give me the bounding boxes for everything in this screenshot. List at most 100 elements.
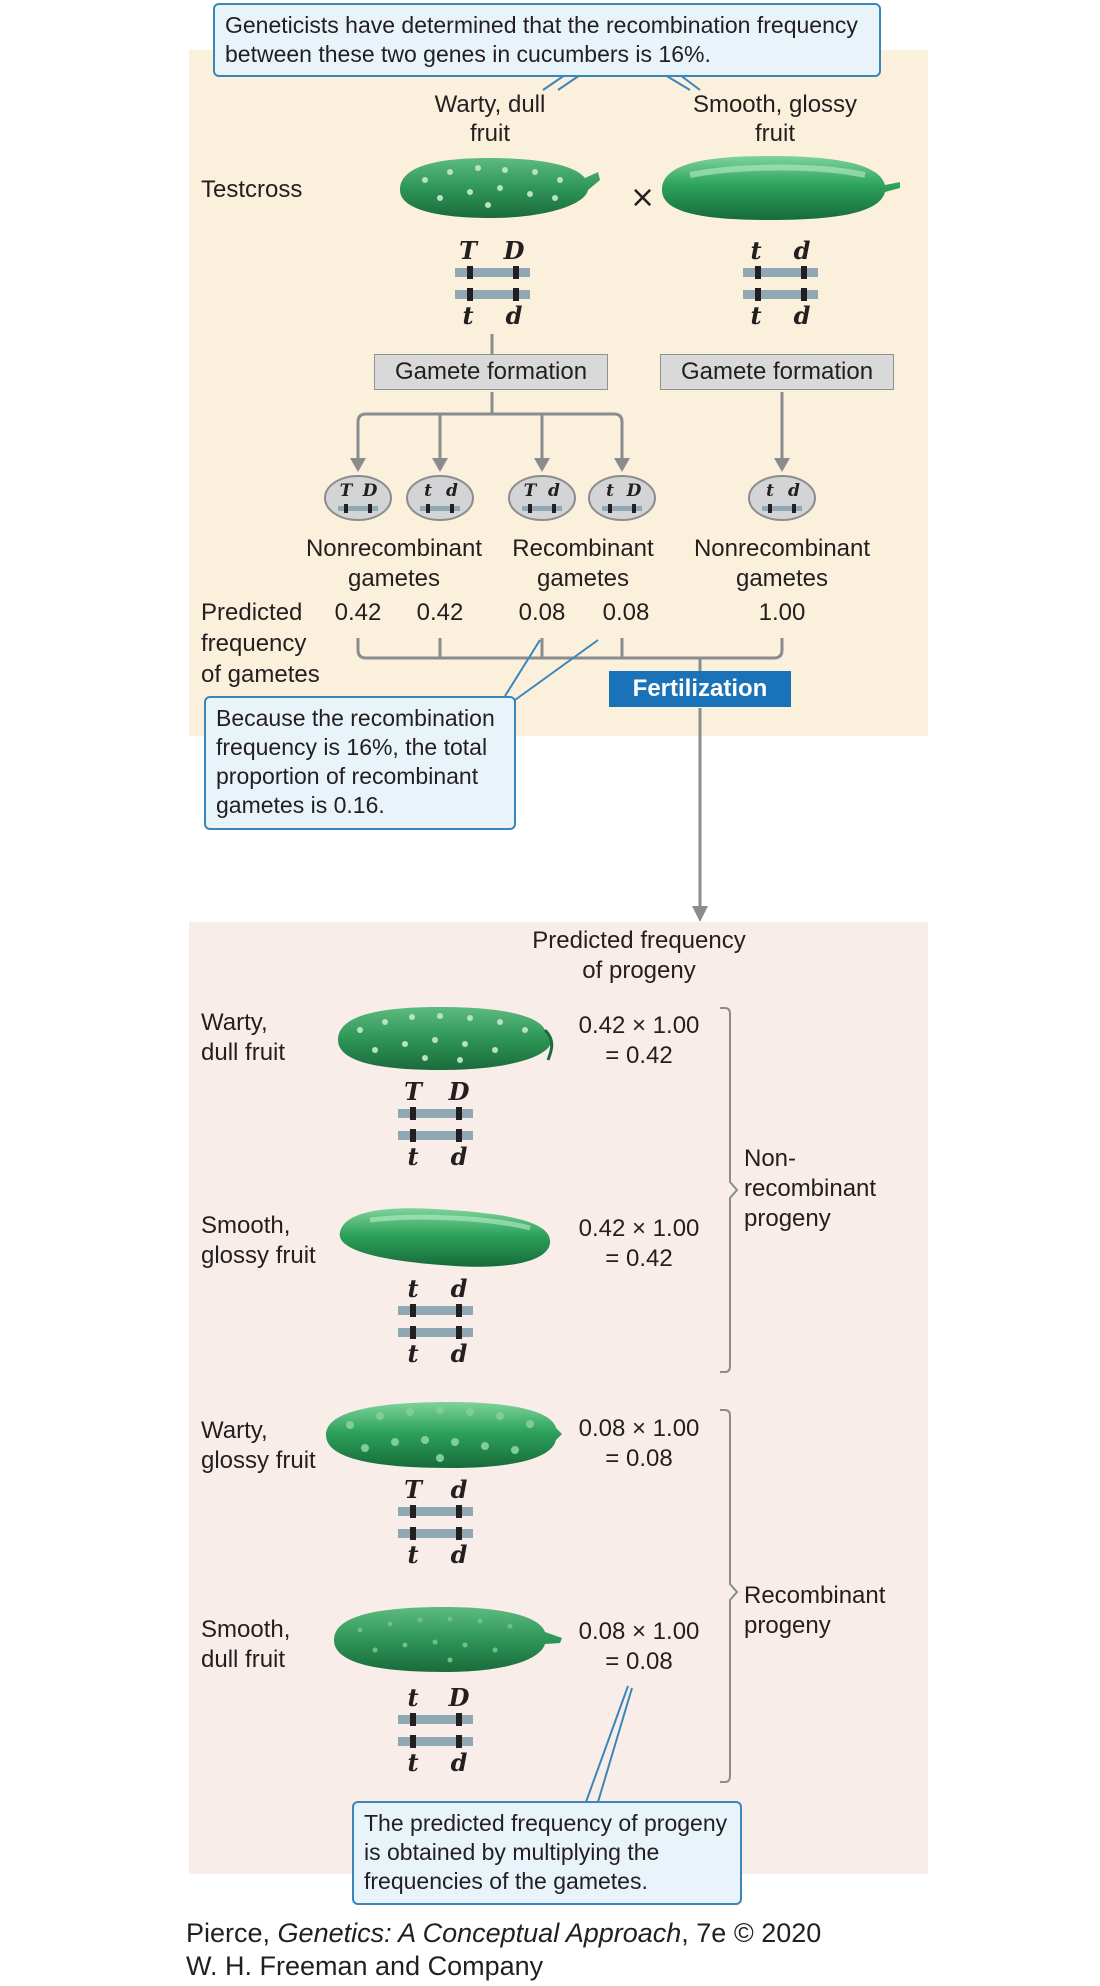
recombinant-progeny-line2: progeny bbox=[744, 1612, 831, 1639]
gamete-5 bbox=[748, 475, 816, 521]
smooth-glossy-cucumber bbox=[662, 156, 900, 220]
fertilization-label: Fertilization bbox=[609, 671, 791, 707]
allele: d bbox=[450, 1475, 468, 1504]
gamete-frequency: 0.08 bbox=[518, 599, 566, 626]
predicted-gametes-label-line1: Predicted bbox=[201, 599, 303, 626]
recombinant-gametes-line1: Recombinant bbox=[512, 535, 654, 562]
progeny-phenotype: glossy fruit bbox=[201, 1242, 316, 1269]
nonrecombinant-gametes-left-line1: Nonrecombinant bbox=[305, 535, 483, 562]
recombinant-gametes-line2: gametes bbox=[536, 565, 630, 592]
progeny-brackets bbox=[720, 1007, 739, 1783]
nonrecombinant-progeny-line3: progeny bbox=[744, 1205, 831, 1232]
nonrecombinant-progeny-line1: Non- bbox=[744, 1145, 797, 1172]
progeny-phenotype: dull fruit bbox=[201, 1646, 286, 1673]
allele: D bbox=[448, 1683, 470, 1712]
allele: t bbox=[407, 1274, 419, 1303]
allele: d bbox=[450, 1339, 468, 1368]
allele: D bbox=[503, 236, 525, 265]
gamete-allele: d bbox=[788, 481, 800, 501]
predicted-gametes-label-line2: frequency bbox=[201, 630, 307, 657]
allele: t bbox=[407, 1540, 419, 1569]
nonrecombinant-gametes-right-line2: gametes bbox=[735, 565, 829, 592]
parent-left-phenotype-line2: fruit bbox=[469, 120, 511, 147]
recombination-frequency-callout: Geneticists have determined that the rec… bbox=[213, 3, 881, 77]
gamete-frequency: 0.42 bbox=[416, 599, 464, 626]
progeny-cucumber-3 bbox=[326, 1402, 562, 1468]
credit-prefix: Pierce, bbox=[186, 1918, 278, 1948]
allele: t bbox=[750, 236, 762, 265]
callout-line: is obtained by multiplying the bbox=[364, 1839, 660, 1865]
progeny-phenotype: dull fruit bbox=[201, 1039, 286, 1066]
progeny-calc: 0.42 × 1.00 bbox=[578, 1215, 700, 1242]
gamete-allele: T bbox=[339, 481, 353, 501]
progeny-calc: 0.08 × 1.00 bbox=[578, 1618, 700, 1645]
allele: t bbox=[462, 301, 474, 330]
gamete-allele: D bbox=[626, 481, 642, 501]
allele: t bbox=[407, 1748, 419, 1777]
allele: t bbox=[407, 1683, 419, 1712]
progeny-phenotype: glossy fruit bbox=[201, 1447, 316, 1474]
progeny-result: = 0.08 bbox=[605, 1648, 673, 1675]
progeny-result: = 0.42 bbox=[605, 1245, 673, 1272]
progeny-calc: 0.08 × 1.00 bbox=[578, 1415, 700, 1442]
credit-suffix: , 7e © 2020 bbox=[681, 1918, 822, 1948]
gamete-1 bbox=[324, 475, 392, 521]
callout-line: gametes is 0.16. bbox=[216, 792, 385, 818]
progeny-result: = 0.42 bbox=[605, 1042, 673, 1069]
nonrecombinant-progeny-line2: recombinant bbox=[744, 1175, 877, 1202]
predicted-gametes-label-line3: of gametes bbox=[201, 661, 320, 688]
gamete-allele: t bbox=[766, 481, 774, 501]
progeny-panel bbox=[189, 922, 928, 1874]
callout-line: Because the recombination bbox=[216, 705, 495, 731]
allele: d bbox=[450, 1748, 468, 1777]
progeny-phenotype: Warty, bbox=[201, 1009, 268, 1036]
gamete-2 bbox=[406, 475, 474, 521]
gamete-3 bbox=[508, 475, 576, 521]
progeny-phenotype: Warty, bbox=[201, 1417, 268, 1444]
parent-left-chromosomes bbox=[455, 266, 530, 301]
gametes bbox=[324, 475, 816, 521]
progeny-calc: 0.42 × 1.00 bbox=[578, 1012, 700, 1039]
allele: d bbox=[450, 1274, 468, 1303]
gamete-4 bbox=[588, 475, 656, 521]
gamete-frequency: 0.42 bbox=[334, 599, 382, 626]
callout-line: The predicted frequency of progeny bbox=[364, 1810, 728, 1836]
callout-line: between these two genes in cucumbers is … bbox=[225, 41, 711, 67]
parent-right-phenotype-line2: fruit bbox=[754, 120, 796, 147]
allele: t bbox=[407, 1339, 419, 1368]
credit-line1: Pierce, Genetics: A Conceptual Approach,… bbox=[186, 1916, 821, 1950]
progeny-cucumber-4 bbox=[334, 1607, 562, 1672]
nonrecombinant-gametes-left-line2: gametes bbox=[347, 565, 441, 592]
testcross-label: Testcross bbox=[201, 176, 303, 203]
progeny-frequency-callout: The predicted frequency of progeny is ob… bbox=[352, 1801, 742, 1905]
nonrecombinant-gametes-right-line1: Nonrecombinant bbox=[693, 535, 871, 562]
recombinant-proportion-callout: Because the recombination frequency is 1… bbox=[204, 696, 516, 830]
recombinant-progeny-line1: Recombinant bbox=[744, 1582, 886, 1609]
gamete-frequency: 0.08 bbox=[602, 599, 650, 626]
warty-dull-cucumber bbox=[400, 158, 600, 218]
allele: d bbox=[450, 1540, 468, 1569]
progeny-header-line1: Predicted frequency bbox=[532, 927, 746, 954]
callout-line: Geneticists have determined that the rec… bbox=[225, 12, 858, 38]
progeny-chromosomes bbox=[398, 1107, 473, 1748]
parent-left-phenotype-line1: Warty, dull bbox=[434, 91, 546, 118]
allele: D bbox=[448, 1077, 470, 1106]
parent-right-chromosomes bbox=[743, 266, 818, 301]
gamete-frequency: 1.00 bbox=[758, 599, 806, 626]
callout-line: frequency is 16%, the total bbox=[216, 734, 488, 760]
parent-right-phenotype-line1: Smooth, glossy bbox=[692, 91, 858, 118]
credit-book-title: Genetics: A Conceptual Approach bbox=[277, 1918, 682, 1948]
progeny-phenotype: Smooth, bbox=[201, 1616, 291, 1643]
allele: T bbox=[404, 1077, 422, 1106]
allele: d bbox=[793, 236, 811, 265]
gamete-formation-box-left: Gamete formation bbox=[374, 354, 608, 390]
gamete-allele: T bbox=[523, 481, 537, 501]
progeny-header-line2: of progeny bbox=[582, 957, 696, 984]
gamete-allele: D bbox=[362, 481, 378, 501]
gamete-allele: d bbox=[548, 481, 560, 501]
allele: T bbox=[459, 236, 477, 265]
allele: d bbox=[505, 301, 523, 330]
callout-line: frequencies of the gametes. bbox=[364, 1868, 648, 1894]
progeny-cucumber-1 bbox=[338, 1007, 554, 1070]
gamete-allele: d bbox=[446, 481, 458, 501]
